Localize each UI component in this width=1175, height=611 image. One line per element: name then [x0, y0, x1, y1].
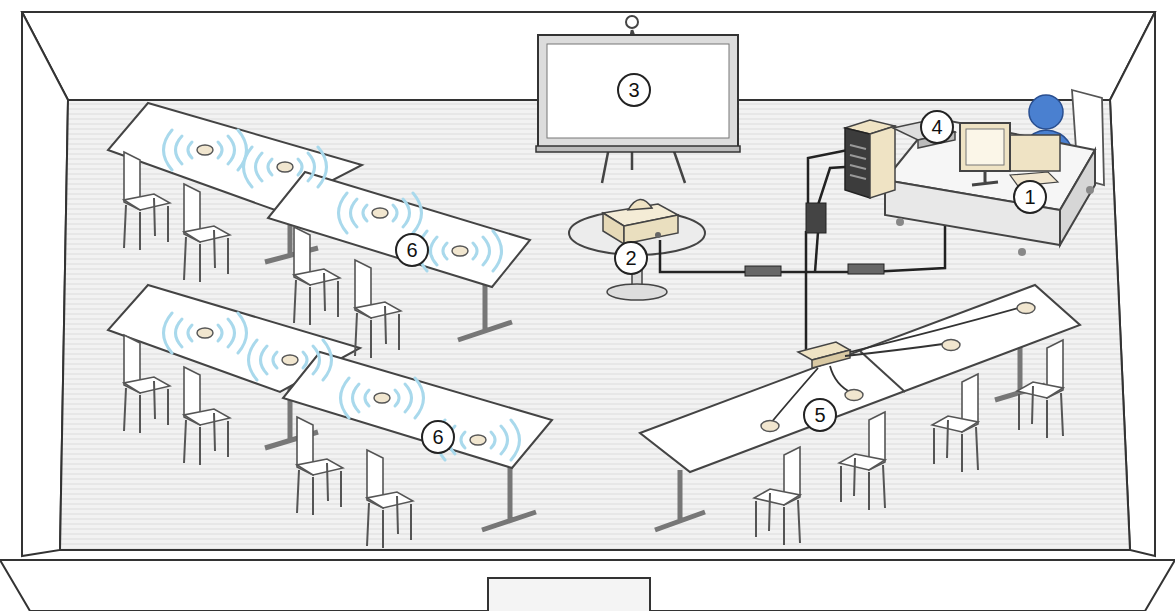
callout-number: 5	[803, 398, 837, 432]
connector	[848, 264, 884, 274]
chair	[355, 260, 401, 358]
projector-port	[655, 232, 661, 238]
wireless-mouse	[244, 147, 327, 187]
person-head	[1029, 95, 1063, 129]
usb-hub-front	[812, 350, 850, 368]
cable	[815, 232, 818, 272]
chair	[184, 184, 230, 282]
wireless-mouse	[339, 193, 422, 233]
table-top	[283, 352, 552, 468]
projector-side	[603, 213, 624, 244]
cable	[830, 366, 852, 393]
projector-lens	[628, 199, 652, 210]
floor	[60, 100, 1130, 550]
screen-bar	[536, 146, 740, 152]
callout-number: 3	[617, 73, 651, 107]
monitor-screen	[966, 129, 1004, 165]
callout-number: 1	[1013, 180, 1047, 214]
table-group	[640, 285, 1080, 530]
wireless-mouse	[249, 340, 332, 380]
monitor	[960, 123, 1010, 171]
callout-number: 2	[614, 241, 648, 275]
projection-screen	[536, 16, 740, 183]
chair	[124, 335, 170, 433]
table-top	[640, 285, 1080, 472]
table-base	[607, 284, 667, 300]
wireless-mouse	[341, 378, 424, 418]
monitor-stand	[972, 171, 998, 185]
door	[488, 578, 650, 611]
wheel	[1018, 248, 1026, 256]
pc-side	[870, 126, 895, 198]
chair	[754, 447, 800, 545]
callout-number: 6	[395, 233, 429, 267]
chairs	[124, 152, 1063, 548]
cable	[845, 344, 943, 356]
callout-number: 6	[421, 420, 455, 454]
pc-front	[845, 128, 870, 198]
wireless-mouse	[164, 313, 247, 353]
connector	[745, 266, 781, 276]
table-seam	[860, 351, 905, 392]
connector	[806, 203, 826, 233]
chair	[839, 412, 885, 510]
chair	[184, 367, 230, 465]
chair	[297, 417, 343, 515]
screen-frame	[538, 35, 738, 148]
wired-mouse	[761, 421, 779, 432]
chair	[294, 227, 340, 325]
chair	[367, 450, 413, 548]
wired-mouse	[845, 390, 863, 401]
callout-number: 4	[920, 110, 954, 144]
wheel	[896, 218, 904, 226]
projector-front	[624, 215, 678, 244]
wireless-mouse	[419, 231, 502, 271]
wired-mouse	[1017, 303, 1035, 314]
wired-mouse	[942, 340, 960, 351]
wheel	[1086, 186, 1094, 194]
monitor-back	[1010, 135, 1060, 171]
desk-side	[1060, 150, 1095, 245]
screen-surface	[547, 44, 729, 138]
chair	[1017, 340, 1063, 438]
desk-front	[885, 180, 1060, 245]
screen-hook	[626, 16, 638, 28]
wireless-mouse	[164, 130, 247, 170]
chair	[932, 374, 978, 472]
teacher-desk	[845, 90, 1104, 256]
projector-table	[569, 199, 705, 300]
table-group	[108, 285, 552, 530]
chair	[124, 152, 170, 250]
pc-bays	[850, 145, 866, 179]
